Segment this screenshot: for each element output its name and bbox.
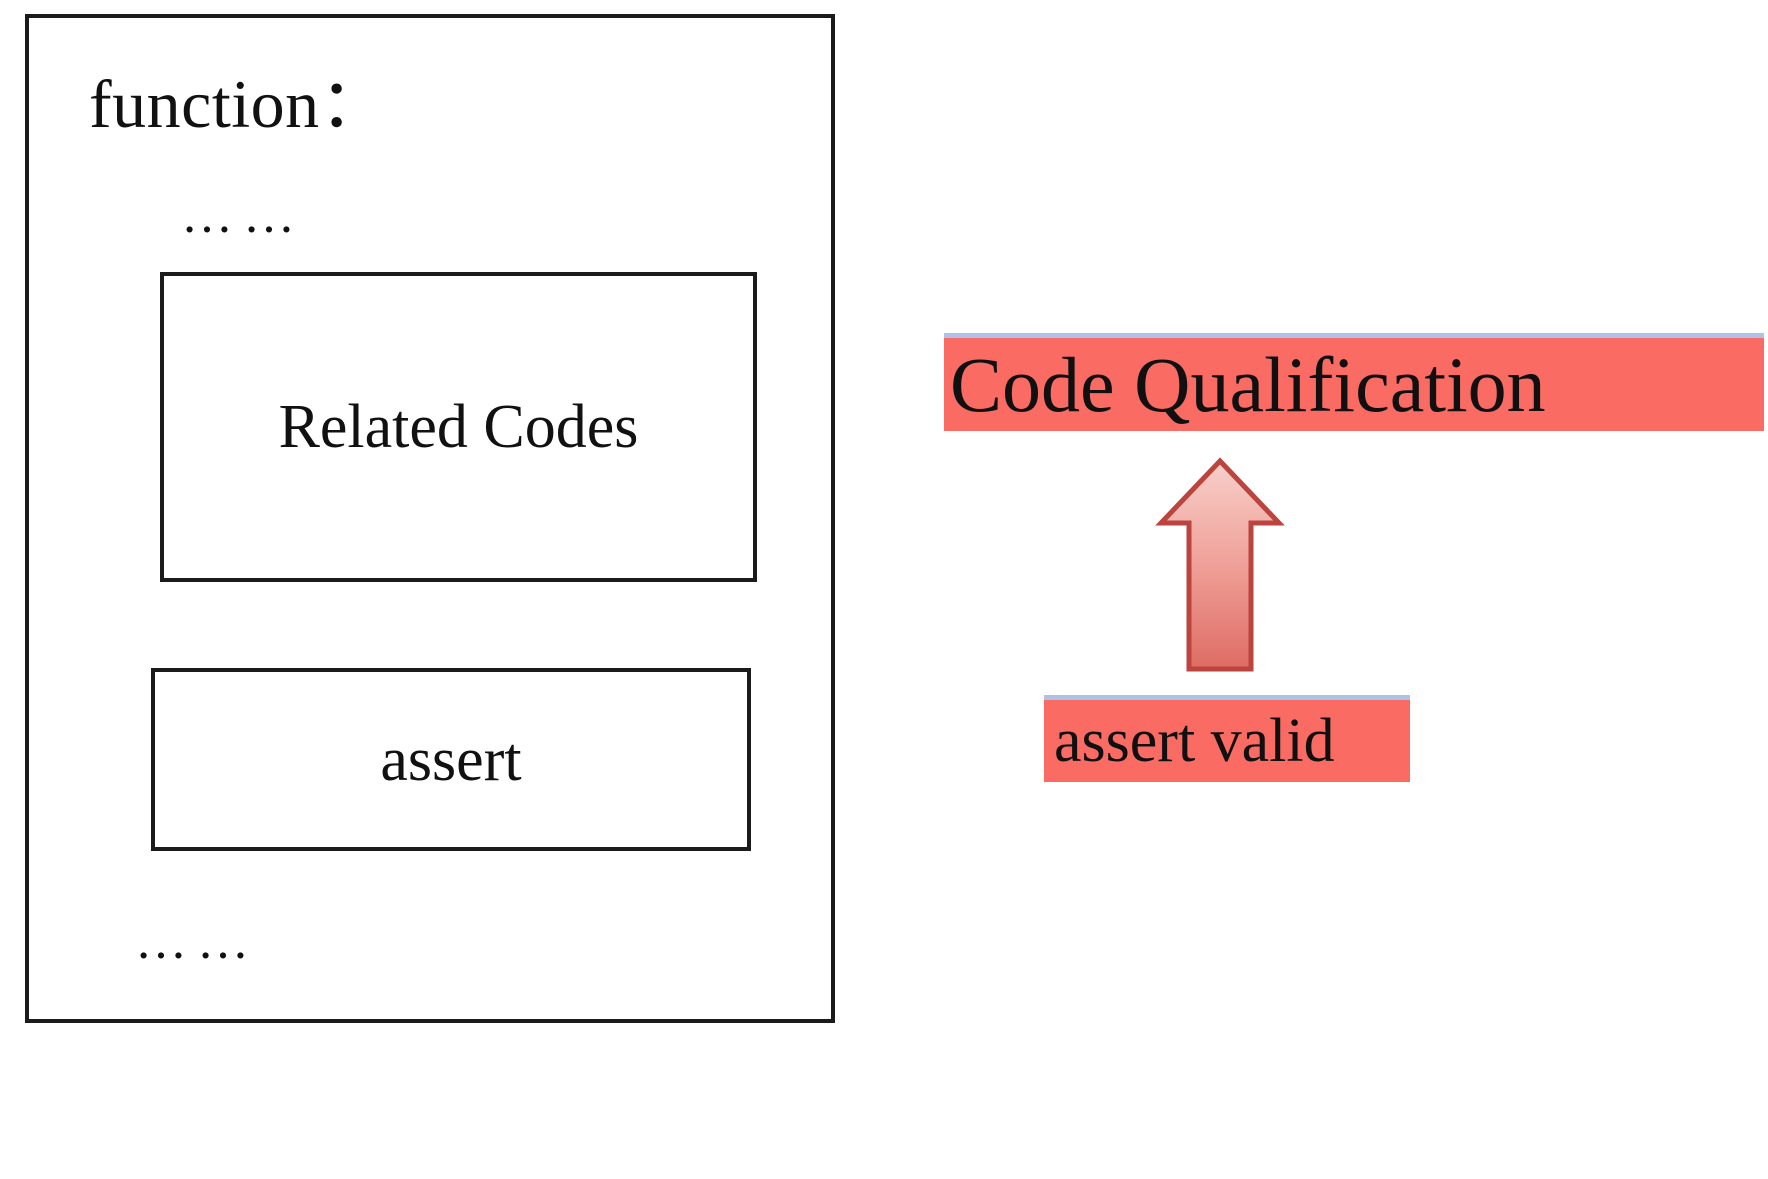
- code-qualification-rule: [944, 333, 1764, 338]
- related-codes-label: Related Codes: [278, 393, 639, 461]
- assert-valid-rule: [1044, 695, 1410, 700]
- assert-label: assert: [380, 725, 522, 794]
- code-qualification-label: Code Qualification: [944, 338, 1764, 431]
- function-panel: function： …… Related Codes assert ……: [25, 14, 835, 1023]
- assert-valid-label: assert valid: [1044, 700, 1410, 782]
- ellipsis-top: ……: [181, 187, 305, 244]
- assert-box: assert: [151, 668, 751, 851]
- ellipsis-bottom: ……: [135, 913, 259, 970]
- related-codes-box: Related Codes: [160, 272, 757, 582]
- function-header-label: function：: [89, 66, 389, 142]
- up-arrow-icon: [1155, 455, 1285, 675]
